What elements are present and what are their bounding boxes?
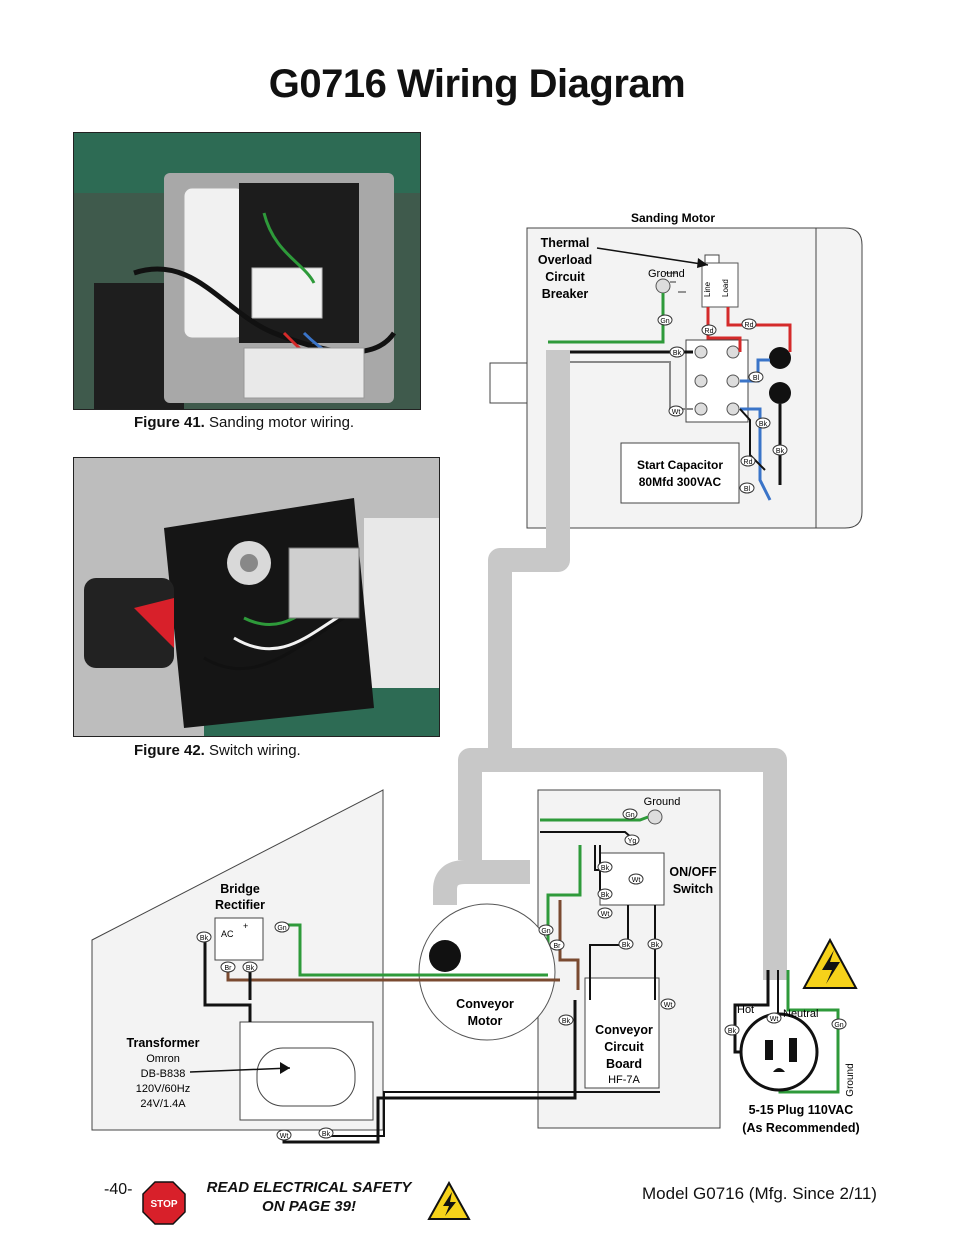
electrical-warning-icon xyxy=(427,1181,471,1220)
bridge-rectifier-box xyxy=(214,917,264,961)
conveyor-motor xyxy=(418,903,556,1041)
svg-text:Bk: Bk xyxy=(776,448,785,455)
figure-42-photo xyxy=(73,457,440,737)
board-model: HF-7A xyxy=(608,1074,640,1086)
sanding-motor-panel xyxy=(489,227,863,529)
svg-text:Gn: Gn xyxy=(625,812,634,819)
svg-text:Wt: Wt xyxy=(664,1002,673,1009)
svg-text:Switch: Switch xyxy=(673,882,713,896)
svg-text:Bridge: Bridge xyxy=(220,882,260,896)
sanding-motor-photo-illustration xyxy=(74,133,420,409)
svg-text:120V/60Hz: 120V/60Hz xyxy=(136,1083,190,1095)
svg-text:Bk: Bk xyxy=(601,892,610,899)
thermal-overload-label: Thermal Overload Circuit Breaker xyxy=(538,236,592,301)
svg-text:Wt: Wt xyxy=(280,1133,289,1140)
on-off-switch-label: ON/OFF Switch xyxy=(669,865,717,896)
load-label: Load xyxy=(721,279,730,297)
conveyor-board-label: Conveyor Circuit Board xyxy=(595,1023,653,1071)
svg-text:Thermal: Thermal xyxy=(541,236,590,250)
sanding-motor-label: Sanding Motor xyxy=(631,211,715,225)
capacitor-label: Start Capacitor 80Mfd 300VAC xyxy=(637,458,723,489)
svg-text:Bl: Bl xyxy=(744,486,751,493)
svg-text:Bk: Bk xyxy=(562,1018,571,1025)
svg-text:Wt: Wt xyxy=(632,877,641,884)
plug-label: 5-15 Plug 110VAC (As Recommended) xyxy=(742,1103,859,1135)
svg-text:Conveyor: Conveyor xyxy=(456,997,514,1011)
plus-label: + xyxy=(243,921,248,931)
transformer-specs: Omron DB-B838 120V/60Hz 24V/1.4A xyxy=(136,1053,190,1110)
figure-41-caption: Figure 41. Sanding motor wiring. xyxy=(134,414,355,431)
ac-label: AC xyxy=(221,929,234,939)
svg-text:Bk: Bk xyxy=(200,935,209,942)
conduit-plug xyxy=(470,748,787,980)
svg-text:Bk: Bk xyxy=(728,1028,737,1035)
neutral-label: Neutral xyxy=(783,1008,818,1020)
stop-sign-icon: STOP xyxy=(142,1181,186,1225)
ground-label-bottom: Ground xyxy=(644,796,681,808)
svg-text:24V/1.4A: 24V/1.4A xyxy=(140,1098,186,1110)
svg-text:Circuit: Circuit xyxy=(545,270,585,284)
hot-label: Hot xyxy=(737,1004,754,1016)
figure-41-photo xyxy=(73,132,421,410)
stop-sign-text: STOP xyxy=(150,1199,177,1210)
svg-text:Br: Br xyxy=(225,965,233,972)
conveyor-motor-label: Conveyor Motor xyxy=(456,997,514,1028)
svg-text:Gn: Gn xyxy=(660,318,669,325)
model-label: Model G0716 (Mfg. Since 2/11) xyxy=(642,1184,877,1203)
bridge-rectifier-label: Bridge Rectifier xyxy=(215,882,265,912)
svg-text:Circuit: Circuit xyxy=(604,1040,644,1054)
conduit-top xyxy=(458,350,570,860)
svg-text:Bk: Bk xyxy=(622,942,631,949)
svg-text:80Mfd 300VAC: 80Mfd 300VAC xyxy=(639,475,722,489)
conduit-conveyor xyxy=(433,860,530,905)
svg-text:Breaker: Breaker xyxy=(542,287,589,301)
svg-text:Rd: Rd xyxy=(745,322,754,329)
svg-text:DB-B838: DB-B838 xyxy=(141,1068,186,1080)
svg-text:Yg: Yg xyxy=(628,838,637,845)
safety-notice: READ ELECTRICAL SAFETY ON PAGE 39! xyxy=(206,1179,412,1215)
svg-text:5-15 Plug 110VAC: 5-15 Plug 110VAC xyxy=(749,1103,854,1117)
svg-text:Rd: Rd xyxy=(744,459,753,466)
svg-text:Gn: Gn xyxy=(277,925,286,932)
wire-code-tags: Gn Bk Wt Rd Rd Bl Bk Bk Rd Bl Gn Yg Bk W… xyxy=(196,314,847,1141)
svg-text:Gn: Gn xyxy=(541,928,550,935)
svg-text:Bk: Bk xyxy=(246,965,255,972)
svg-text:Omron: Omron xyxy=(146,1053,180,1065)
svg-text:Rd: Rd xyxy=(705,328,714,335)
transformer-label: Transformer xyxy=(127,1036,200,1050)
svg-text:Start Capacitor: Start Capacitor xyxy=(637,458,723,472)
thermal-arrow xyxy=(596,247,709,266)
svg-text:Bk: Bk xyxy=(601,865,610,872)
svg-text:Bk: Bk xyxy=(759,421,768,428)
thermal-arrowhead xyxy=(697,258,708,268)
svg-text:Motor: Motor xyxy=(468,1014,503,1028)
svg-text:Wt: Wt xyxy=(672,409,681,416)
svg-text:Conveyor: Conveyor xyxy=(595,1023,653,1037)
svg-text:Wt: Wt xyxy=(770,1016,779,1023)
svg-text:Bk: Bk xyxy=(322,1131,331,1138)
switch-photo-illustration xyxy=(74,458,439,736)
line-label: Line xyxy=(703,281,712,297)
svg-text:Wt: Wt xyxy=(601,911,610,918)
svg-text:Br: Br xyxy=(554,943,562,950)
conveyor-board-box xyxy=(584,977,660,1089)
plug-ground-label: Ground xyxy=(845,1063,856,1096)
svg-text:Bk: Bk xyxy=(651,942,660,949)
svg-text:Rectifier: Rectifier xyxy=(215,898,265,912)
ground-label-top: Ground xyxy=(648,268,685,280)
svg-text:Gn: Gn xyxy=(834,1022,843,1029)
page-title: G0716 Wiring Diagram xyxy=(268,62,686,106)
svg-text:ON/OFF: ON/OFF xyxy=(669,865,717,879)
svg-text:Bk: Bk xyxy=(673,350,682,357)
svg-text:(As Recommended): (As Recommended) xyxy=(742,1121,859,1135)
svg-text:Bl: Bl xyxy=(753,375,760,382)
svg-text:Board: Board xyxy=(606,1057,642,1071)
figure-42-caption: Figure 42. Switch wiring. xyxy=(134,742,301,759)
page-number: -40- xyxy=(104,1181,133,1198)
svg-text:Overload: Overload xyxy=(538,253,592,267)
